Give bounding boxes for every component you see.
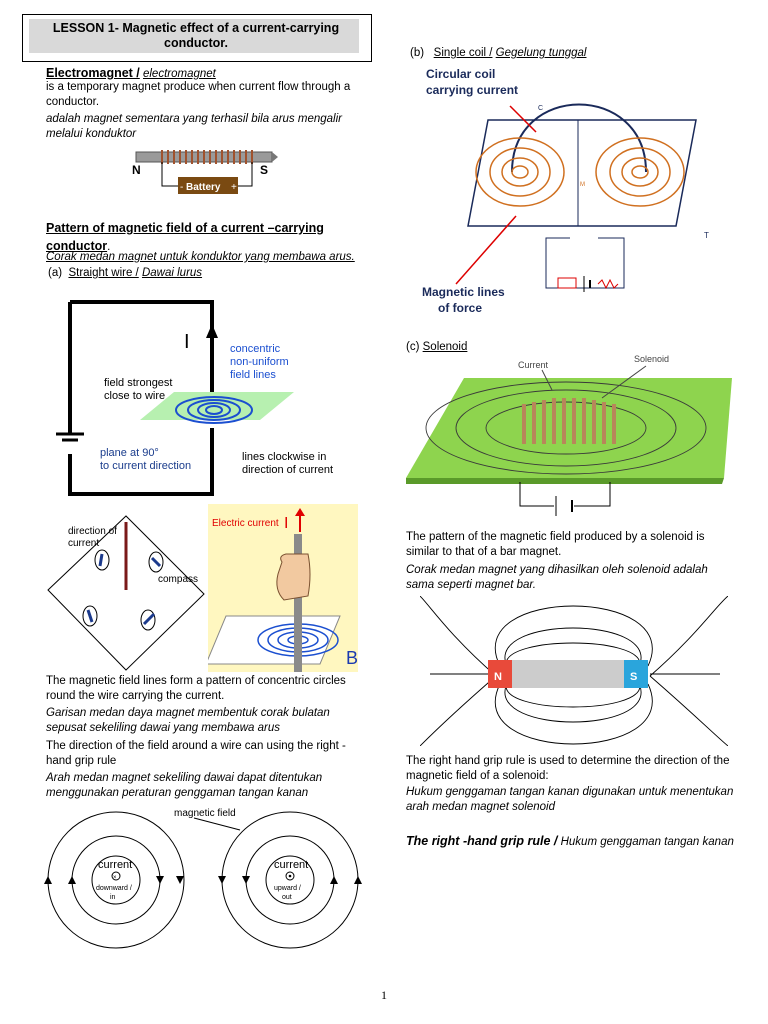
bar-s-label: S xyxy=(630,671,637,683)
right-dot-icon xyxy=(288,874,292,878)
coil-label-1: Circular coil xyxy=(426,67,495,81)
wire-text-ms2: Arah medan magnet sekeliling dawai dapat… xyxy=(46,772,323,799)
concentric-label-1: concentric xyxy=(230,343,281,355)
coil-c-label: C xyxy=(538,105,543,112)
grip-rule-heading: The right -hand grip rule / Hukum gengga… xyxy=(406,834,736,850)
solenoid-label: (c) Solenoid xyxy=(406,340,606,355)
single-coil-figure: Circular coil carrying current Magnetic … xyxy=(422,67,709,315)
solenoid-text: Solenoid xyxy=(422,341,468,353)
solenoid-figure: Current Solenoid xyxy=(406,354,732,516)
electromagnet-heading-ms: electromagnet xyxy=(142,68,216,80)
grip-current-i: I xyxy=(284,515,288,532)
left-dir-2: in xyxy=(110,894,116,901)
straight-wire-figure: I concentric non-uniform field lines fie… xyxy=(56,300,333,496)
electromagnet-definition-ms: adalah magnet sementara yang terhasil bi… xyxy=(46,113,342,140)
wire-text-ms1: Garisan medan daya magnet membentuk cora… xyxy=(46,707,330,734)
bar-magnet-figure: N S xyxy=(420,596,728,746)
lines-label-2: of force xyxy=(438,301,482,315)
wire-text-en1: The magnetic field lines form a pattern … xyxy=(46,675,346,702)
coil-t-label: T xyxy=(704,231,709,240)
single-coil-index: (b) xyxy=(410,47,425,59)
hand-grip-figure: Electric current I B xyxy=(208,504,358,672)
compass-label: compass xyxy=(158,574,198,585)
pattern-heading-line2: conductor xyxy=(46,239,108,253)
wire-text-en2: The direction of the field around a wire… xyxy=(46,740,346,767)
solenoid-current-label: Current xyxy=(518,360,549,370)
solenoid-text-ms: Corak medan magnet yang dihasilkan oleh … xyxy=(406,564,708,591)
direction-label-2: current xyxy=(68,538,99,549)
straight-wire-text-ms: Dawai lurus xyxy=(141,267,203,279)
concentric-circles-figure: magnetic field current × downward / in c… xyxy=(44,808,362,949)
pattern-heading-line1: Pattern of magnetic field of a current –… xyxy=(46,221,324,235)
bar-n-label: N xyxy=(494,671,502,683)
grip-rule-bold: The right -hand grip rule / xyxy=(406,834,558,848)
straight-wire-index: (a) xyxy=(48,267,63,279)
right-dir-2: out xyxy=(282,894,292,901)
pattern-subheading-ms: Corak medan magnet untuk konduktor yang … xyxy=(46,251,355,263)
lesson-title-line2: conductor. xyxy=(164,36,228,50)
coil-label-2: carrying current xyxy=(426,83,518,97)
straight-wire-label: (a) Straight wire / Dawai lurus xyxy=(48,266,348,281)
lesson-title-line1: LESSON 1- Magnetic effect of a current-c… xyxy=(52,21,340,35)
electric-current-label: Electric current xyxy=(212,518,279,529)
battery-minus: - xyxy=(180,182,183,193)
field-b-label: B xyxy=(346,648,358,668)
right-current-label: current xyxy=(274,859,308,871)
battery-plus: + xyxy=(231,182,237,193)
magnetic-field-label: magnetic field xyxy=(174,808,236,819)
single-coil-text-ms: Gegelung tunggal xyxy=(495,47,587,59)
lesson-title-box: LESSON 1- Magnetic effect of a current-c… xyxy=(22,14,372,62)
field-strongest-label-1: field strongest xyxy=(104,377,172,389)
clockwise-label-1: lines clockwise in xyxy=(242,451,326,463)
electromagnet-s-label: S xyxy=(260,163,268,177)
solenoid-text-en: The pattern of the magnetic field produc… xyxy=(406,531,705,558)
page-number: 1 xyxy=(381,988,387,1002)
electromagnet-n-label: N xyxy=(132,163,141,177)
lines-label-1: Magnetic lines xyxy=(422,285,505,299)
electromagnet-definition: is a temporary magnet produce when curre… xyxy=(46,81,351,108)
field-strongest-label-2: close to wire xyxy=(104,390,165,402)
grip-rule-bold-ms: Hukum genggaman tangan kanan xyxy=(560,836,734,848)
left-cross-icon: × xyxy=(113,875,117,881)
pattern-heading-dot: . xyxy=(107,241,111,253)
direction-label-1: direction of xyxy=(68,526,117,537)
clockwise-label-2: direction of current xyxy=(242,464,333,476)
battery-label: Battery xyxy=(186,182,221,193)
concentric-label-2: non-uniform xyxy=(230,356,289,368)
plane-label-2: to current direction xyxy=(100,460,191,472)
lesson-title: LESSON 1- Magnetic effect of a current-c… xyxy=(33,21,359,51)
straight-wire-text: Straight wire / xyxy=(68,267,139,279)
electromagnet-section: Electromagnet / electromagnet xyxy=(46,66,366,82)
plane-label-1: plane at 90° xyxy=(100,447,159,459)
left-current-label: current xyxy=(98,859,132,871)
compass-figure: direction of current compass xyxy=(47,515,205,671)
electromagnet-figure: N S Battery - + xyxy=(132,150,278,194)
grip-rule-text-ms: Hukum genggaman tangan kanan digunakan u… xyxy=(406,786,734,813)
pattern-heading: Pattern of magnetic field of a current –… xyxy=(46,219,366,255)
single-coil-text: Single coil / xyxy=(433,47,493,59)
electromagnet-heading: Electromagnet / xyxy=(46,66,140,80)
single-coil-label: (b) Single coil / Gegelung tunggal xyxy=(410,46,740,61)
left-dir-1: downward / xyxy=(96,885,132,892)
current-i-label: I xyxy=(184,331,190,353)
solenoid-name-label: Solenoid xyxy=(634,354,669,364)
right-dir-1: upward / xyxy=(274,885,301,892)
grip-rule-text-en: The right hand grip rule is used to dete… xyxy=(406,755,730,782)
solenoid-index: (c) xyxy=(406,341,420,353)
coil-m-label: M xyxy=(580,182,585,188)
concentric-label-3: field lines xyxy=(230,369,276,381)
